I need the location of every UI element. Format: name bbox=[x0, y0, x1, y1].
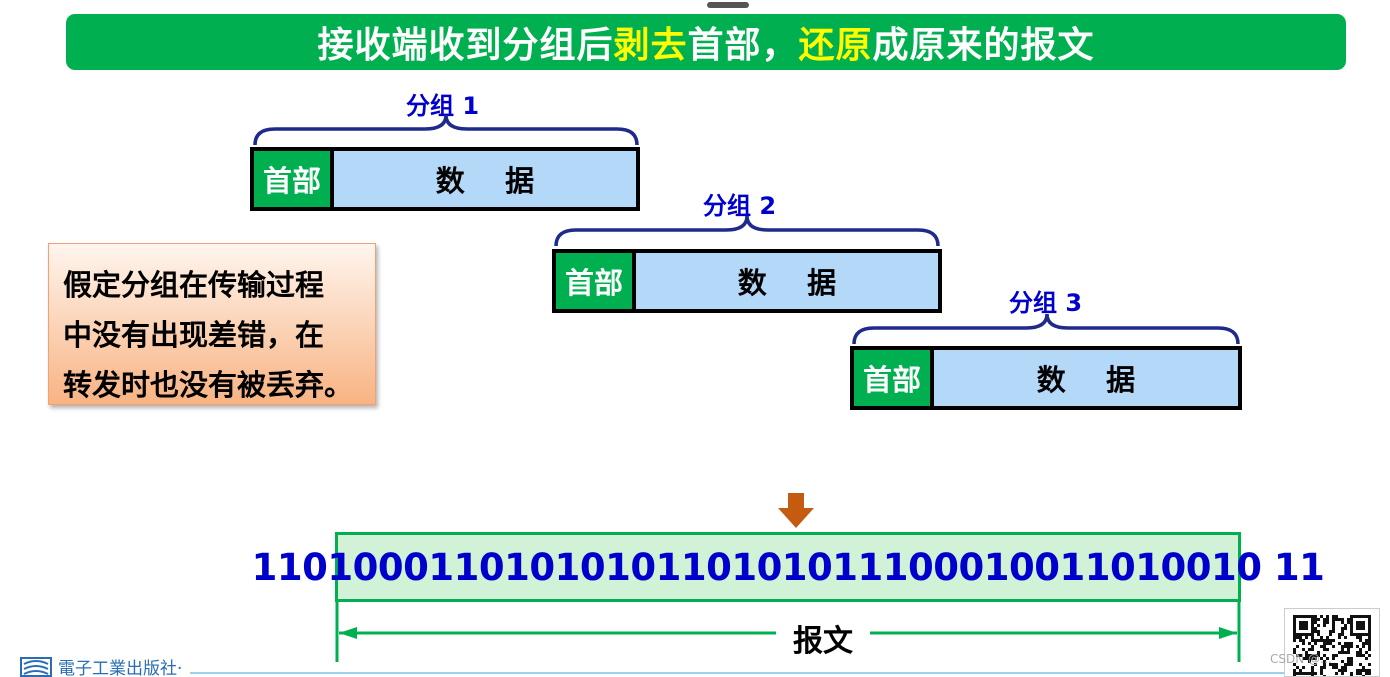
assumption-note: 假定分组在传输过程 中没有出现差错，在 转发时也没有被丢弃。 bbox=[48, 243, 376, 405]
packet-1: 首部 数 据 bbox=[250, 147, 640, 211]
note-line-3: 转发时也没有被丢弃。 bbox=[63, 368, 354, 402]
packet-2: 首部 数 据 bbox=[552, 249, 942, 313]
packet-3-brace bbox=[852, 313, 1240, 345]
packet-1-data: 数 据 bbox=[435, 164, 535, 198]
packet-2-brace bbox=[554, 215, 940, 247]
note-line-2: 中没有出现差错，在 bbox=[63, 318, 325, 352]
window-tab-handle bbox=[707, 2, 749, 8]
slide-title: 接收端收到分组后剥去首部，还原成原来的报文 bbox=[66, 14, 1346, 70]
down-arrow-icon bbox=[778, 493, 814, 528]
packet-2-label: 分组 2 bbox=[703, 192, 777, 220]
watermark: CSDN @… bbox=[1270, 652, 1333, 666]
packet-3: 首部 数 据 bbox=[850, 346, 1242, 410]
packet-3-header: 首部 bbox=[854, 350, 934, 406]
reassembled-message: 1101000110101010110101011100010011010010… bbox=[252, 532, 1325, 602]
qr-code-icon bbox=[1284, 608, 1380, 677]
title-part-1: 接收端收到分组后 bbox=[317, 25, 614, 66]
packet-1-header: 首部 bbox=[254, 151, 334, 207]
packet-2-header: 首部 bbox=[556, 253, 636, 309]
publisher-name: 電子工業出版社· bbox=[58, 659, 183, 677]
note-line-1: 假定分组在传输过程 bbox=[63, 268, 325, 302]
packet-3-label: 分组 3 bbox=[1009, 289, 1083, 317]
packet-1-brace bbox=[253, 114, 639, 146]
packet-2-data: 数 据 bbox=[737, 266, 837, 300]
title-part-2: 首部， bbox=[687, 25, 799, 66]
message-label: 报文 bbox=[776, 618, 870, 659]
title-highlight-restore: 还原 bbox=[798, 25, 873, 66]
packet-3-data: 数 据 bbox=[1036, 363, 1136, 397]
title-part-3: 成原来的报文 bbox=[872, 25, 1095, 66]
publisher-logo: 電子工業出版社· bbox=[20, 654, 182, 677]
publisher-emblem-icon bbox=[20, 656, 52, 677]
title-highlight-strip: 剥去 bbox=[613, 25, 688, 66]
qr-code-pattern bbox=[1293, 615, 1371, 676]
packet-1-label: 分组 1 bbox=[406, 92, 480, 120]
footer-rule bbox=[190, 672, 1290, 674]
